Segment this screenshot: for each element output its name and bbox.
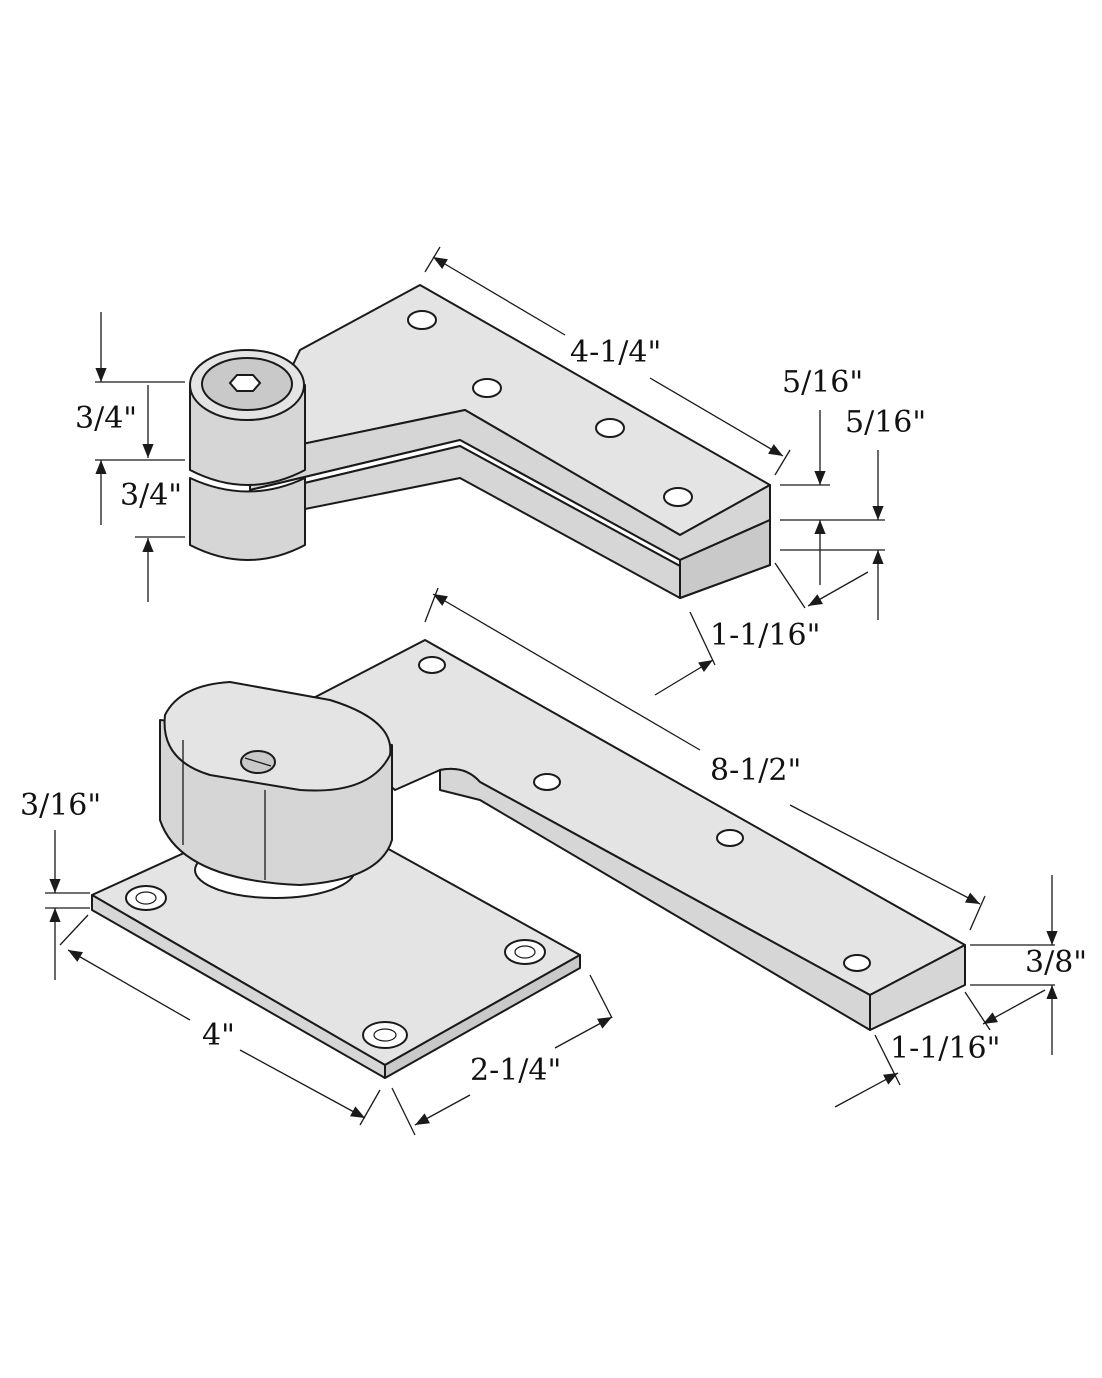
dim-bottom-plate-thickness: 3/16"	[20, 788, 101, 823]
top-pivot-knuckle-lower	[189, 477, 306, 561]
bottom-pivot-base-plate-side	[384, 954, 581, 1079]
dim-bottom-arm-width: 1-1/16"	[890, 1031, 1000, 1066]
bottom-pivot-knuckle-top	[163, 681, 392, 792]
dim-top-leaf-lower: 5/16"	[845, 405, 926, 440]
dim-top-arm-length: 4-1/4"	[570, 335, 661, 370]
dim-top-knuckle-upper: 3/4"	[75, 401, 137, 436]
top-pivot-holes	[407, 310, 693, 507]
bottom-pivot-arm-front	[439, 767, 871, 1031]
dim-top-leaf-upper: 5/16"	[782, 365, 863, 400]
top-pivot-lower-leaf-end	[679, 519, 771, 599]
bottom-pivot-holes	[125, 656, 871, 1049]
dimension-lines	[45, 246, 1058, 1136]
dim-bottom-plate-length: 4"	[202, 1018, 235, 1053]
top-pivot-assembly	[189, 284, 771, 599]
dim-top-arm-width: 1-1/16"	[710, 618, 820, 653]
bottom-pivot-assembly	[91, 639, 966, 1079]
dim-bottom-arm-thickness: 3/8"	[1025, 945, 1087, 980]
hex-socket-icon	[228, 374, 262, 392]
dim-bottom-plate-width: 2-1/4"	[470, 1053, 561, 1088]
dim-bottom-arm-length: 8-1/2"	[710, 753, 801, 788]
dimension-labels: 4-1/4" 3/4" 3/4" 5/16" 5/16" 1-1/16" 8-1…	[20, 335, 1087, 1088]
dim-top-knuckle-lower: 3/4"	[120, 478, 182, 513]
